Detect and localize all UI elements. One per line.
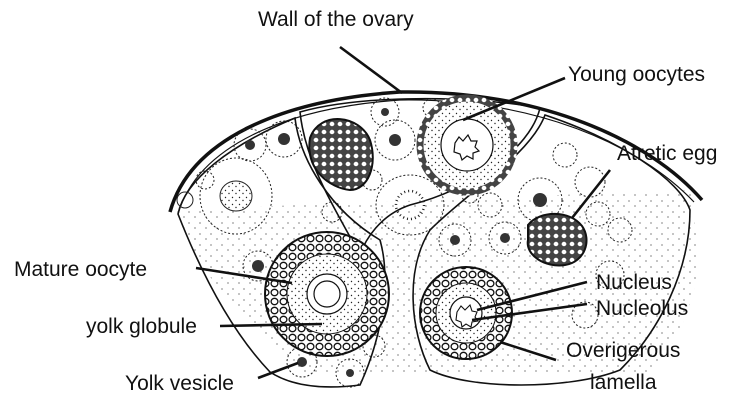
label-nucleus: Nucleus (596, 272, 672, 293)
label-nucleolus: Nucleolus (596, 298, 688, 319)
label-atretic-egg: Atretic egg (617, 143, 717, 164)
vitellogenic-oocyte (420, 267, 512, 359)
label-overigerous: Overigerous (566, 340, 680, 361)
atretic-egg (528, 214, 587, 266)
label-lamella: lamella (590, 372, 657, 393)
label-wall-of-ovary: Wall of the ovary (258, 9, 414, 30)
label-yolk-vesicle: Yolk vesicle (125, 373, 234, 394)
label-mature-oocyte: Mature oocyte (14, 259, 147, 280)
label-yolk-globule: yolk globule (86, 316, 197, 337)
mature-oocyte (265, 232, 389, 356)
label-young-oocytes: Young oocytes (568, 64, 705, 85)
young-oocyte (419, 97, 515, 193)
wall-pointer (340, 47, 402, 93)
